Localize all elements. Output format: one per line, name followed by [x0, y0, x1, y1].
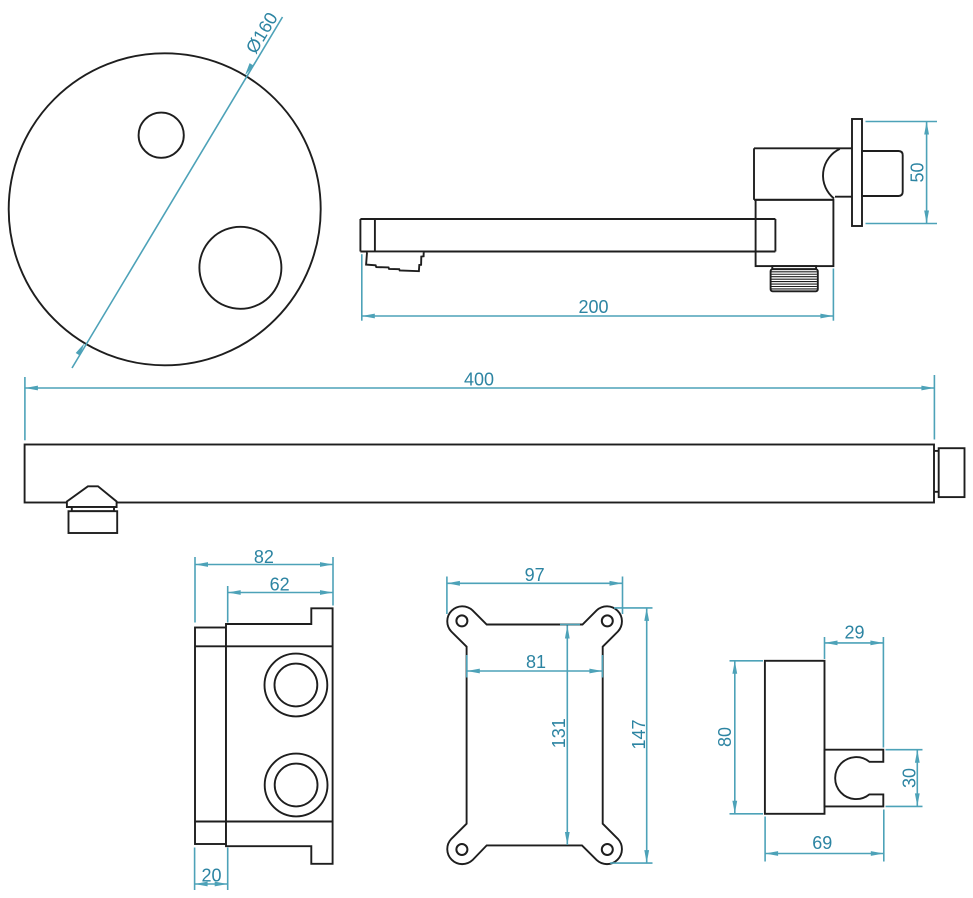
svg-text:30: 30: [900, 768, 920, 788]
svg-text:62: 62: [270, 574, 290, 594]
svg-text:200: 200: [578, 297, 608, 317]
svg-text:147: 147: [629, 719, 649, 749]
svg-text:20: 20: [201, 866, 221, 886]
svg-text:82: 82: [254, 547, 274, 567]
svg-text:29: 29: [844, 623, 864, 643]
svg-text:81: 81: [526, 652, 546, 672]
svg-text:131: 131: [549, 718, 569, 748]
svg-text:80: 80: [715, 727, 735, 747]
svg-text:69: 69: [812, 833, 832, 853]
svg-text:400: 400: [464, 369, 494, 389]
svg-text:97: 97: [525, 565, 545, 585]
svg-text:50: 50: [908, 162, 928, 182]
